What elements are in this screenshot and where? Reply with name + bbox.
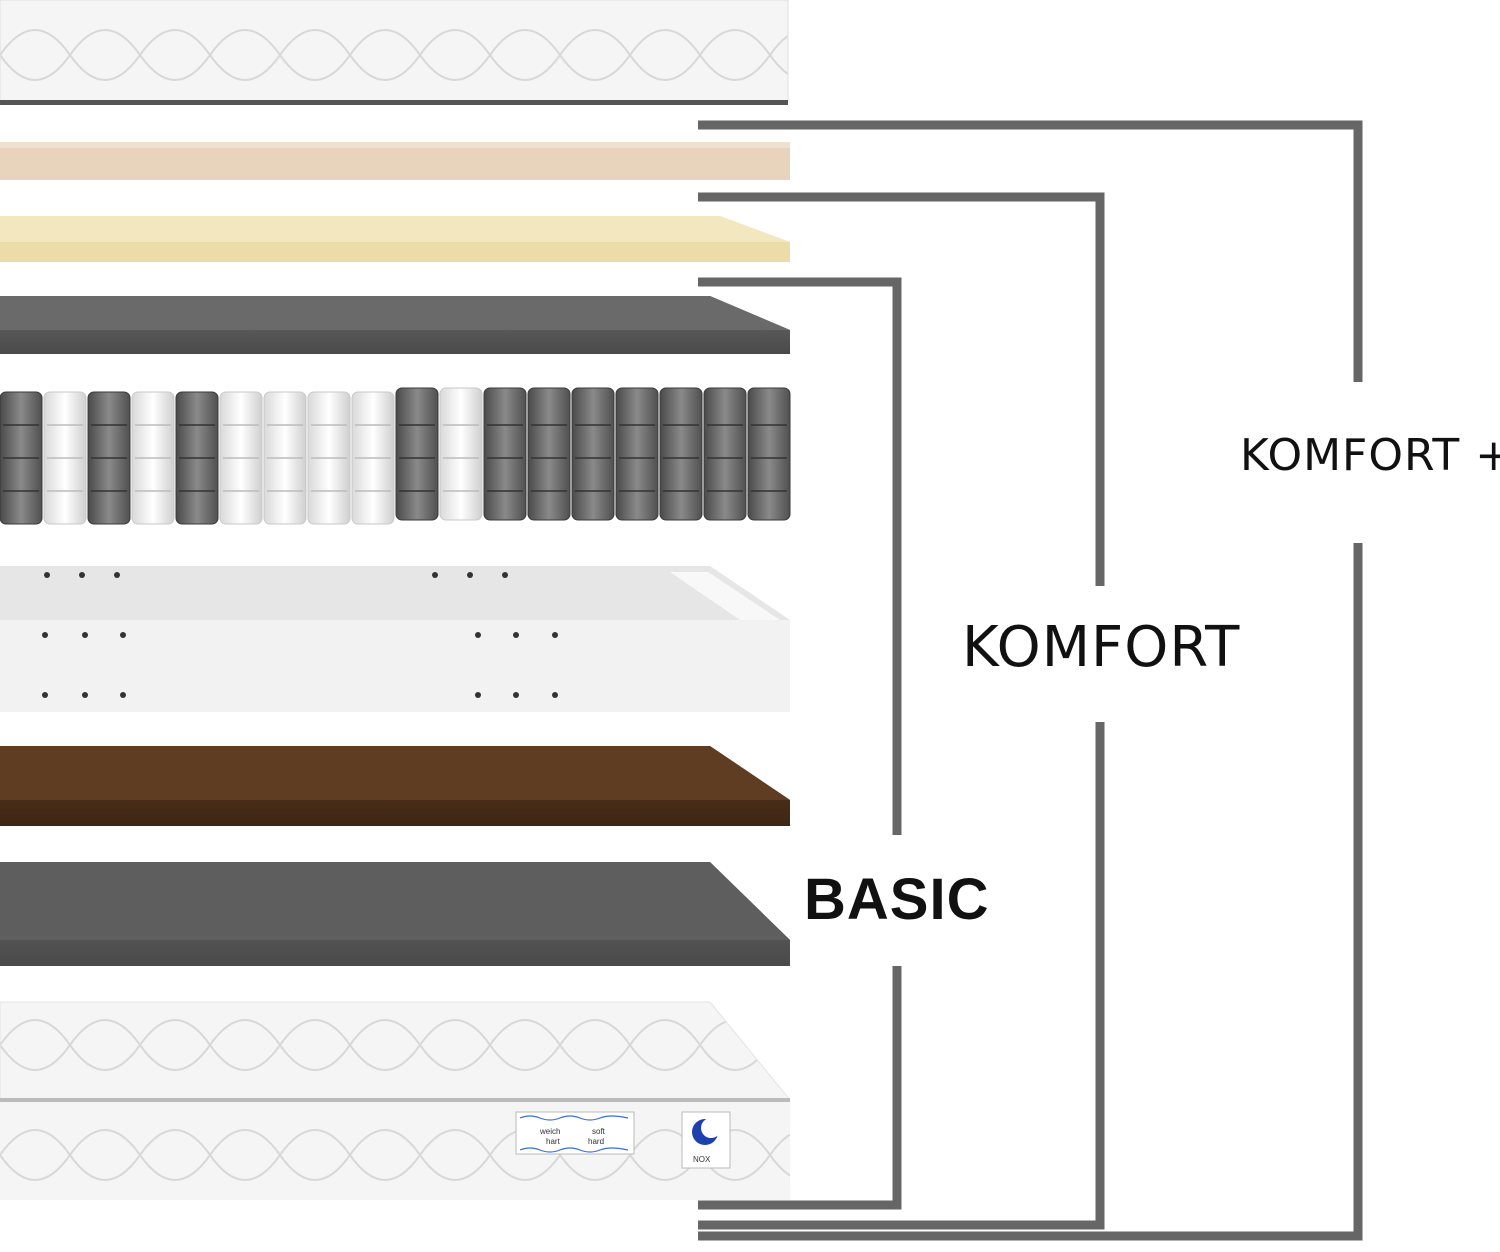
foam-hole [467, 572, 473, 578]
foam-hole [82, 692, 88, 698]
foam-hole [552, 692, 558, 698]
spring-pocket [703, 387, 747, 521]
foam-hole [475, 632, 481, 638]
foam-hole [552, 632, 558, 638]
foam-hole [475, 692, 481, 698]
spring-pocket [659, 387, 703, 521]
bracket-komfort-plus [698, 120, 1363, 1241]
bracket-komfort [698, 192, 1105, 1230]
foam-hole [513, 632, 519, 638]
foam-hole [44, 572, 50, 578]
label-basic: BASIC [804, 867, 990, 932]
spring-pocket [527, 387, 571, 521]
memory-foam-layer [0, 216, 790, 262]
latex-layer [0, 142, 790, 180]
coconut-layer [0, 746, 790, 826]
foam-hole [120, 692, 126, 698]
bracket-basic [698, 277, 902, 1210]
foam-hole [42, 692, 48, 698]
brand-tag: NOX [681, 1111, 731, 1169]
bottom-cover-layer [0, 1001, 792, 1200]
tag-hard: hard [588, 1137, 604, 1146]
foam-hole [432, 572, 438, 578]
pocket-springs-layer [0, 387, 791, 525]
foam-hole [502, 572, 508, 578]
spring-pocket [615, 387, 659, 521]
felt-layer-upper [0, 296, 790, 354]
top-cover-layer [0, 0, 789, 105]
spring-pocket [483, 387, 527, 521]
label-komfort-plus: KOMFORT + [1240, 430, 1500, 481]
foam-hole [82, 632, 88, 638]
foam-hole [120, 632, 126, 638]
tag-soft: soft [592, 1127, 606, 1136]
spring-pocket [439, 387, 483, 521]
foam-hole [79, 572, 85, 578]
foam-core-layer [0, 566, 790, 712]
tag-weich: weich [539, 1127, 560, 1136]
spring-pocket [747, 387, 791, 521]
label-komfort: KOMFORT [962, 615, 1241, 680]
spring-pocket [395, 387, 439, 521]
tag-hart: hart [546, 1137, 561, 1146]
felt-layer-lower [0, 862, 790, 966]
brand-name: NOX [693, 1155, 711, 1164]
foam-hole [114, 572, 120, 578]
firmness-tag: weich soft hart hard [515, 1111, 635, 1155]
spring-pocket [571, 387, 615, 521]
foam-hole [513, 692, 519, 698]
foam-hole [42, 632, 48, 638]
